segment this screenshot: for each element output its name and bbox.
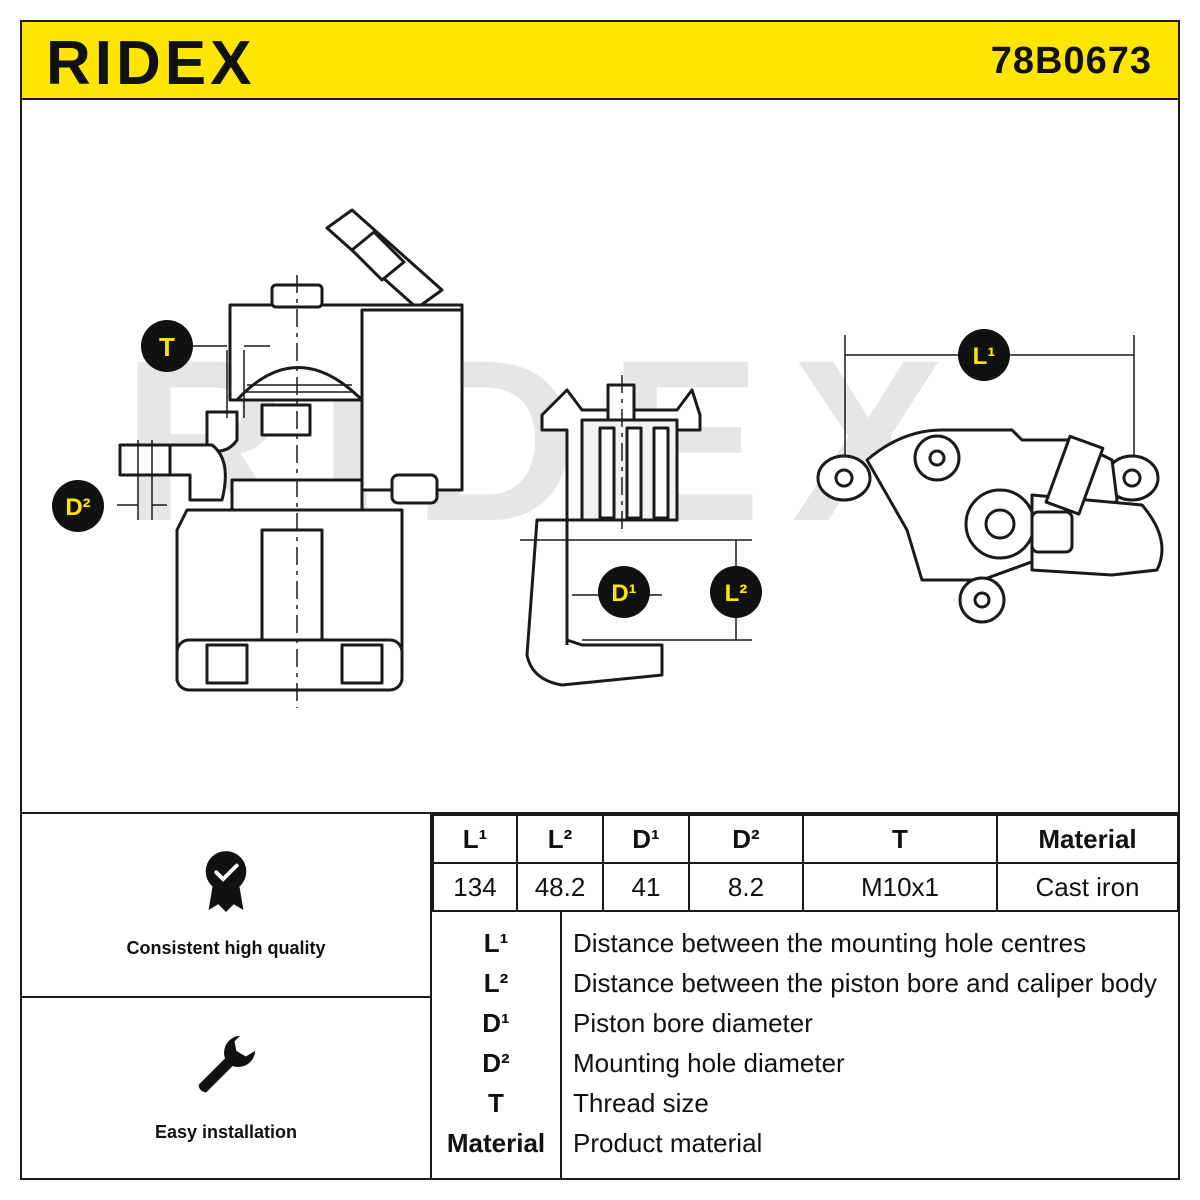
- feature-installation: Easy installation: [22, 998, 430, 1180]
- legend-desc: Distance between the piston bore and cal…: [573, 968, 1157, 998]
- dimension-badge-L1: L¹: [958, 329, 1010, 381]
- dimension-badge-D1: D¹: [598, 566, 650, 618]
- svg-text:L²: L²: [725, 580, 748, 607]
- spec-header-cell: Material: [996, 814, 1179, 864]
- legend-row: D² Mounting hole diameter: [432, 1048, 1179, 1088]
- legend-key: L¹: [483, 928, 509, 958]
- legend-desc: Product material: [573, 1128, 763, 1158]
- legend-desc: Piston bore diameter: [573, 1008, 813, 1038]
- spec-value-cell: M10x1: [802, 862, 998, 912]
- legend-desc: Mounting hole diameter: [573, 1048, 845, 1078]
- spec-header-cell: D²: [688, 814, 804, 864]
- legend-key: Material: [446, 1128, 546, 1158]
- svg-text:RIDEX: RIDEX: [46, 32, 255, 92]
- spec-value-cell: 134: [432, 862, 518, 912]
- spec-value-cell: 48.2: [516, 862, 604, 912]
- divider-legend-keys: [560, 912, 562, 1180]
- legend-row: L² Distance between the piston bore and …: [432, 968, 1179, 1008]
- legend-key: L²: [483, 968, 509, 998]
- dimension-badge-D2: D²: [52, 480, 104, 532]
- spec-header-cell: L²: [516, 814, 604, 864]
- dimension-badge-T: T: [141, 320, 193, 372]
- feature-quality-label: Consistent high quality: [126, 938, 326, 958]
- spec-value-cell: 8.2: [688, 862, 804, 912]
- caliper-side-view: [117, 208, 464, 708]
- quality-badge-icon: [205, 851, 247, 912]
- feature-quality: Consistent high quality: [22, 814, 430, 996]
- caliper-section-view: [520, 375, 752, 687]
- spec-table: L¹ L² D¹ D² T Material 134 48.2 41 8.2 M…: [432, 814, 1179, 912]
- legend-row: T Thread size: [432, 1088, 1179, 1128]
- feature-installation-label: Easy installation: [154, 1122, 298, 1142]
- svg-text:D¹: D¹: [611, 580, 636, 607]
- spec-value-cell: Cast iron: [996, 862, 1179, 912]
- legend-key: T: [488, 1088, 504, 1118]
- part-number: 78B0673: [990, 40, 1152, 82]
- legend-desc: Thread size: [573, 1088, 709, 1118]
- ridex-logo: RIDEX: [46, 32, 255, 92]
- divider-features-middle: [20, 996, 432, 998]
- spec-value-cell: 41: [602, 862, 690, 912]
- spec-header-cell: L¹: [432, 814, 518, 864]
- wrench-icon: [198, 1035, 256, 1093]
- legend-row: L¹ Distance between the mounting hole ce…: [432, 928, 1179, 968]
- spec-header-row: L¹ L² D¹ D² T Material: [432, 814, 1179, 864]
- spec-header-cell: T: [802, 814, 998, 864]
- svg-text:D²: D²: [65, 494, 90, 521]
- svg-text:L¹: L¹: [973, 343, 996, 370]
- spec-value-row: 134 48.2 41 8.2 M10x1 Cast iron: [432, 862, 1179, 912]
- dimension-legend: L¹ Distance between the mounting hole ce…: [432, 914, 1179, 1178]
- header-bar: RIDEX 78B0673: [20, 20, 1180, 100]
- svg-text:T: T: [159, 332, 175, 362]
- spec-header-cell: D¹: [602, 814, 690, 864]
- divider-drawing-bottom: [20, 812, 1180, 814]
- dimension-badge-L2: L²: [710, 566, 762, 618]
- legend-key: D¹: [482, 1008, 510, 1038]
- legend-row: D¹ Piston bore diameter: [432, 1008, 1179, 1048]
- legend-key: D²: [482, 1048, 510, 1078]
- legend-row: Material Product material: [432, 1128, 1179, 1168]
- legend-desc: Distance between the mounting hole centr…: [573, 928, 1087, 958]
- caliper-technical-drawing: RIDEX: [52, 208, 1164, 708]
